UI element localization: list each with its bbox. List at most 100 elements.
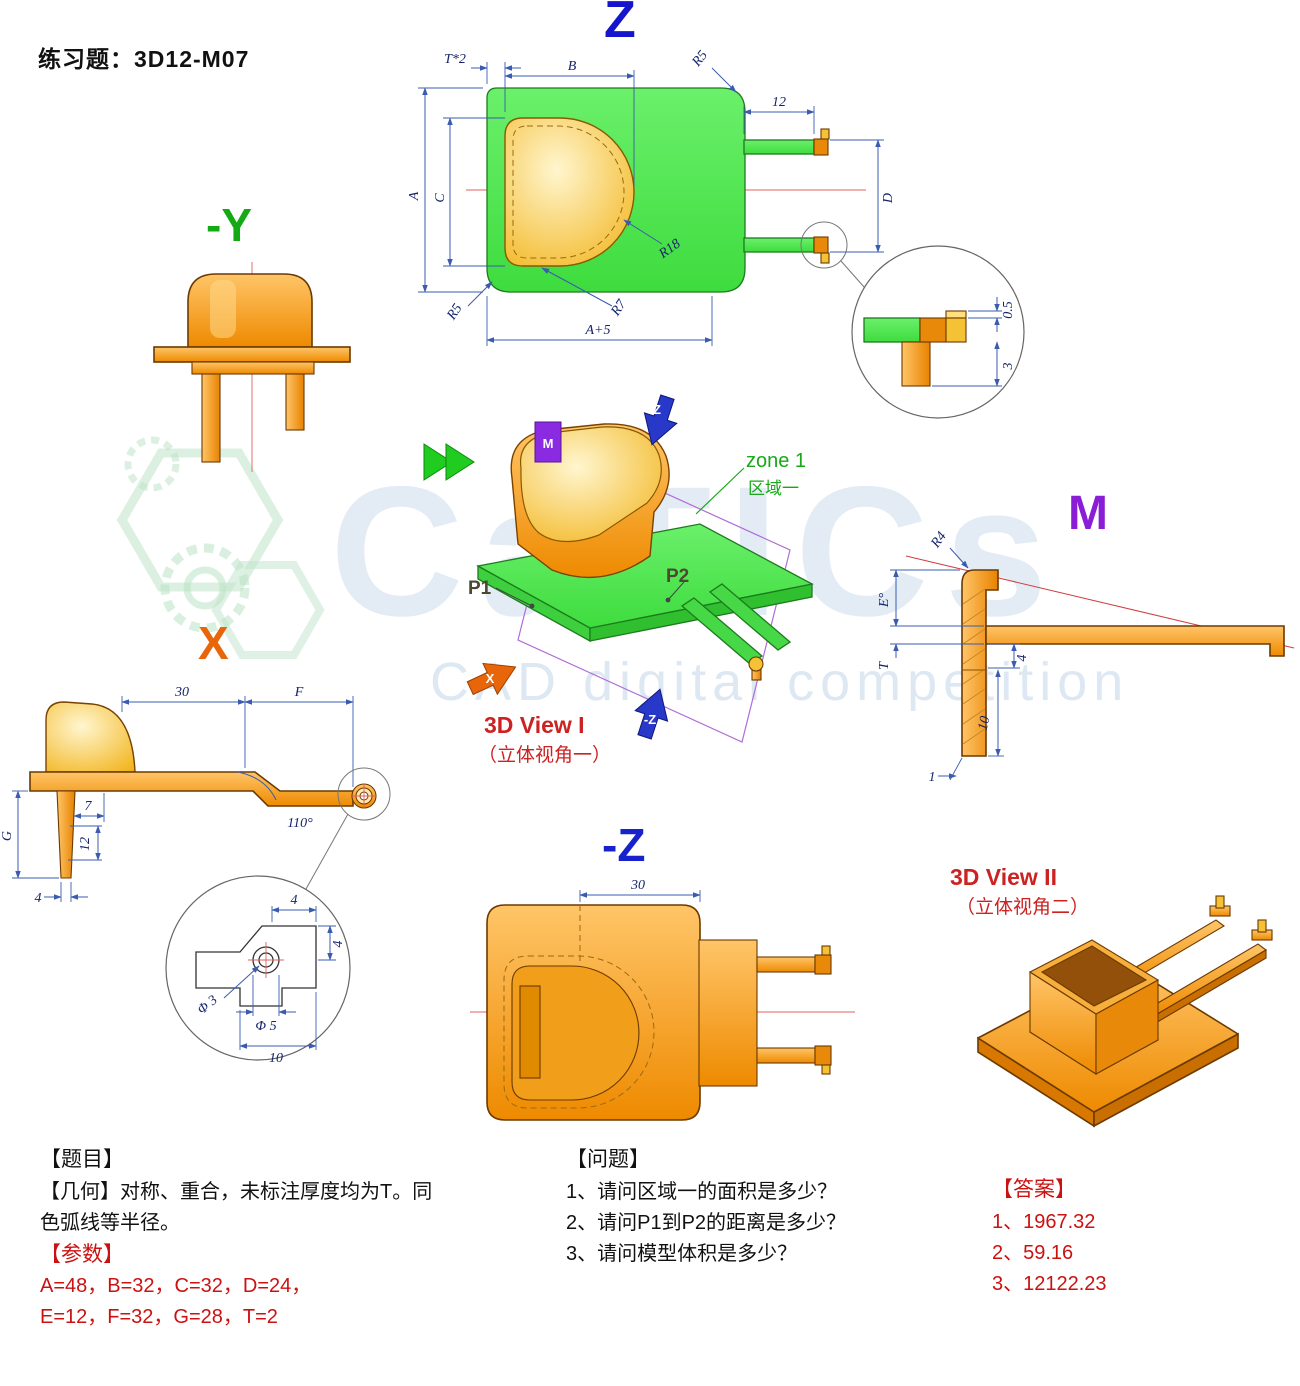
minus-y-plate <box>153 346 351 363</box>
watermark-gear-hub-icon <box>183 566 227 610</box>
iso1-subtitle: （立体视角一） <box>478 745 612 766</box>
iso2-subtitle: （立体视角二） <box>956 897 1090 918</box>
x-leg <box>56 790 76 879</box>
question-2: 2、请问P1到P2的距离是多少？ <box>566 1211 847 1234</box>
p2-leader <box>667 581 685 601</box>
minus-z-bottom-tab <box>814 1045 832 1066</box>
iso2-box-cavity <box>1040 945 1148 1007</box>
answer-2: 2、59.16 <box>992 1241 1074 1264</box>
answer-3: 3、12122.23 <box>992 1272 1107 1295</box>
watermark: CaTICs CAD digital competition <box>116 436 1129 712</box>
dim-x-4: 4 <box>35 891 42 906</box>
minus-z-socket <box>511 965 640 1101</box>
view-label-x: X <box>198 617 229 669</box>
minus-z-hidden-blob <box>503 955 655 1109</box>
dim-m-1: 1 <box>929 770 936 785</box>
dim-x-f: F <box>294 685 304 700</box>
iso1-view: M Z -Z X <box>423 391 814 743</box>
x-arrow-label: X <box>486 671 495 686</box>
minus-y-dome <box>187 273 313 348</box>
dim-z-c: C <box>433 193 448 203</box>
minus-x-arrow2-icon <box>445 443 475 481</box>
minus-z-top-pin <box>821 945 831 956</box>
minus-y-rim <box>191 361 315 375</box>
iso2-title: 3D View II <box>950 864 1057 890</box>
m-base-arm <box>985 625 1285 657</box>
view-label-minus-y: -Y <box>206 199 252 251</box>
view-label-z: Z <box>604 0 636 49</box>
x-view: 30 F G 7 12 4 110° <box>0 685 391 906</box>
m-view-dimensions: R4 E° T 4 10 1 <box>877 529 1030 785</box>
answers-panel: 【答案】 1、1967.32 2、59.16 3、12122.23 <box>992 1174 1292 1300</box>
zd-pin <box>901 341 931 387</box>
dim-xd-4-right: 4 <box>331 941 346 948</box>
view-label-minus-z: -Z <box>602 819 646 871</box>
minus-y-right-leg <box>285 373 305 431</box>
z-blob-hidden-edge <box>512 125 625 259</box>
iso2-view <box>977 895 1273 1128</box>
minus-y-left-leg <box>201 373 221 463</box>
minus-z-extension <box>698 939 758 1087</box>
dim-x-angle: 110° <box>287 816 313 831</box>
param-line2: E=12，F=32，G=28，T=2 <box>40 1306 278 1329</box>
p2-label: P2 <box>666 566 690 587</box>
dim-x-30: 30 <box>174 685 189 700</box>
answer-1: 1、1967.32 <box>992 1210 1096 1233</box>
questions-header: 【问题】 <box>566 1148 650 1171</box>
exercise-title: 练习题：3D12-M07 <box>38 46 250 72</box>
z-yellow-blob <box>504 117 635 267</box>
watermark-subtitle: CAD digital competition <box>430 652 1129 712</box>
dim-m-t: T <box>877 661 892 670</box>
minus-z-arrow-label: -Z <box>644 712 656 727</box>
topic-line2: 色弧线等半径。 <box>40 1211 180 1234</box>
dim-m-e: E° <box>877 593 892 609</box>
question-3: 3、请问模型体积是多少？ <box>566 1242 798 1265</box>
question-1: 1、请问区域一的面积是多少？ <box>566 1180 838 1203</box>
minus-z-dimensions: 30 <box>579 878 701 902</box>
zd-orange-block <box>919 317 947 343</box>
dim-xd-10: 10 <box>269 1051 283 1066</box>
watermark-hexagon-small-icon <box>211 561 325 659</box>
z-detail-dimensions: 0.5 3 <box>932 297 1016 387</box>
z-detail-marker-circle <box>800 221 848 269</box>
minus-z-bottom-arm <box>756 1047 816 1064</box>
dim-mz-30: 30 <box>630 878 645 893</box>
z-bottom-arm <box>743 237 815 253</box>
z-top-arm <box>743 139 815 155</box>
zd-yellow-block <box>945 317 967 343</box>
z-bottom-tab <box>813 236 829 254</box>
x-detail-view: 4 4 Φ 3 Φ 5 10 <box>165 875 351 1066</box>
p2-point <box>665 597 671 603</box>
minus-z-view: 30 <box>470 878 855 1121</box>
zone1-leader <box>695 467 745 515</box>
p1-leader <box>495 587 533 607</box>
zd-yellow-sliver <box>945 310 967 319</box>
minus-z-bottom-pin <box>821 1064 831 1075</box>
dim-m-10: 10 <box>976 715 994 732</box>
z-top-tab <box>813 138 829 156</box>
minus-z-top-arm <box>756 956 816 973</box>
watermark-gear-icon <box>160 543 250 633</box>
dim-z-b: B <box>568 59 577 74</box>
dim-zd-3: 3 <box>1001 363 1016 371</box>
m-wall-section <box>961 569 999 757</box>
dim-z-a: A <box>407 191 422 201</box>
p1-label: P1 <box>468 578 492 599</box>
x-view-dimensions: 30 F G 7 12 4 110° <box>0 685 354 906</box>
dim-z-d: D <box>881 193 896 204</box>
minus-x-arrow-icon <box>423 443 453 481</box>
dim-x-g: G <box>0 831 15 841</box>
m-wall-hatch <box>962 588 986 745</box>
z-bottom-pin <box>820 252 830 264</box>
dim-z-a5: A+5 <box>585 323 611 338</box>
z-arrow-label: Z <box>653 402 661 417</box>
x-hump <box>45 701 136 773</box>
dim-zd-05: 0.5 <box>1001 301 1016 319</box>
watermark-gear-small-icon <box>124 436 180 492</box>
iso1-arm-far <box>708 583 792 651</box>
dim-x-7: 7 <box>85 799 93 814</box>
dim-x-12: 12 <box>78 837 93 851</box>
questions-panel: 【问题】 1、请问区域一的面积是多少？ 2、请问P1到P2的距离是多少？ 3、请… <box>566 1144 986 1270</box>
dim-xd-4-top: 4 <box>291 893 298 908</box>
